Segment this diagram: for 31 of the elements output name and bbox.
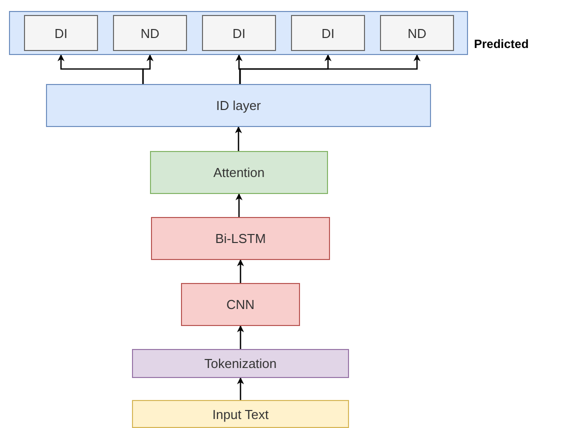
layer-box: [46, 84, 431, 127]
node-label: DI: [232, 26, 246, 40]
arrow: [142, 54, 154, 84]
node-label: ID layer: [216, 98, 261, 113]
node-label: CNN: [226, 297, 255, 312]
node-label: DI: [54, 26, 68, 40]
node-label: Input Text: [212, 406, 269, 422]
output-box: [380, 15, 454, 51]
output-panel: [9, 11, 468, 55]
arrow: [237, 325, 244, 349]
arrow: [237, 377, 244, 400]
output-box: [24, 15, 98, 51]
layer-box: [150, 151, 328, 194]
arrow: [239, 54, 420, 84]
layer-box: [181, 283, 300, 326]
layer-box: [151, 217, 330, 260]
output-box: [202, 15, 276, 51]
output-caption: Predicted: [474, 37, 529, 51]
output-box: [113, 15, 187, 51]
node-label: Bi-LSTM: [215, 231, 266, 246]
arrow: [236, 193, 242, 217]
output-box: [291, 15, 365, 51]
node-label: DI: [322, 26, 334, 40]
node-label: ND: [140, 26, 160, 40]
input-box: [132, 400, 349, 428]
node-label: Attention: [213, 165, 265, 180]
arrow: [235, 126, 242, 151]
layer-box: [132, 349, 349, 378]
node-label: Tokenization: [204, 356, 277, 371]
node-label: ND: [408, 26, 426, 40]
arrow: [237, 259, 244, 283]
